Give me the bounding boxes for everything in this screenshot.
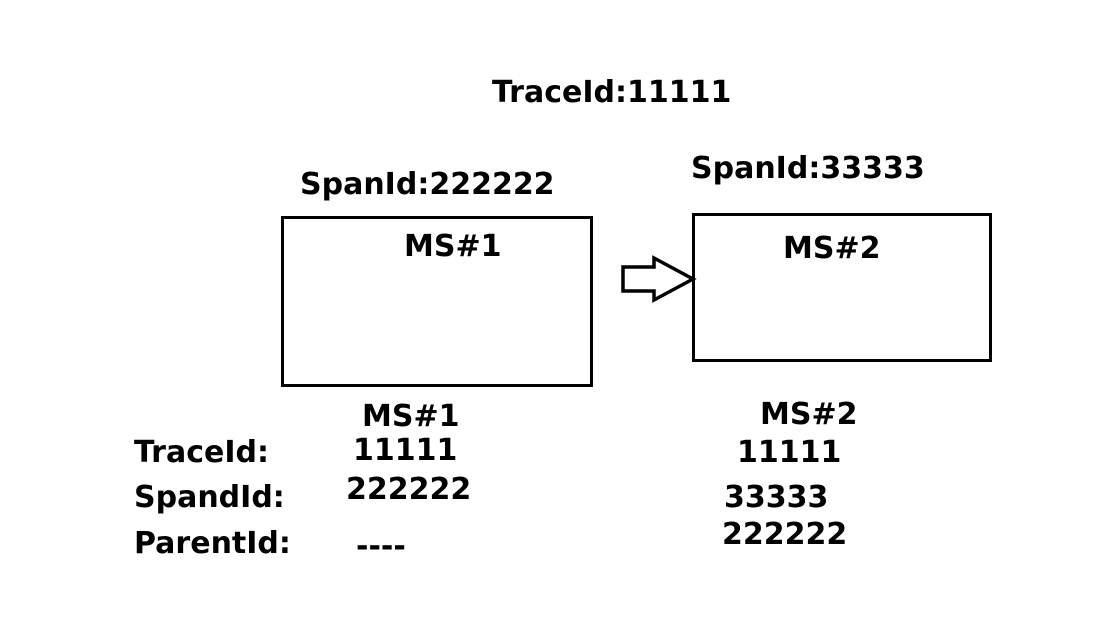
ms2-table-header: MS#2 [760, 397, 858, 432]
trace-title: TraceId:11111 [492, 75, 732, 110]
ms1-box-label: MS#1 [404, 229, 502, 264]
call-arrow-icon [621, 255, 697, 303]
ms1-span-label: SpanId:222222 [300, 167, 555, 202]
ms2-box-label: MS#2 [783, 231, 881, 266]
ms2-box: MS#2 [692, 213, 992, 362]
row-label-traceid: TraceId: [134, 435, 269, 470]
ms1-parent-value: ---- [356, 529, 406, 564]
ms2-span-label: SpanId:33333 [691, 151, 925, 186]
ms1-box: MS#1 [281, 216, 593, 387]
ms1-table-header: MS#1 [362, 399, 460, 434]
ms2-parent-value: 222222 [722, 517, 848, 552]
ms1-span-value: 222222 [346, 472, 472, 507]
row-label-spanid: SpandId: [134, 480, 285, 515]
ms2-span-value: 33333 [724, 480, 829, 515]
ms1-trace-value: 11111 [353, 433, 458, 468]
row-label-parentid: ParentId: [134, 526, 291, 561]
ms2-trace-value: 11111 [737, 435, 842, 470]
